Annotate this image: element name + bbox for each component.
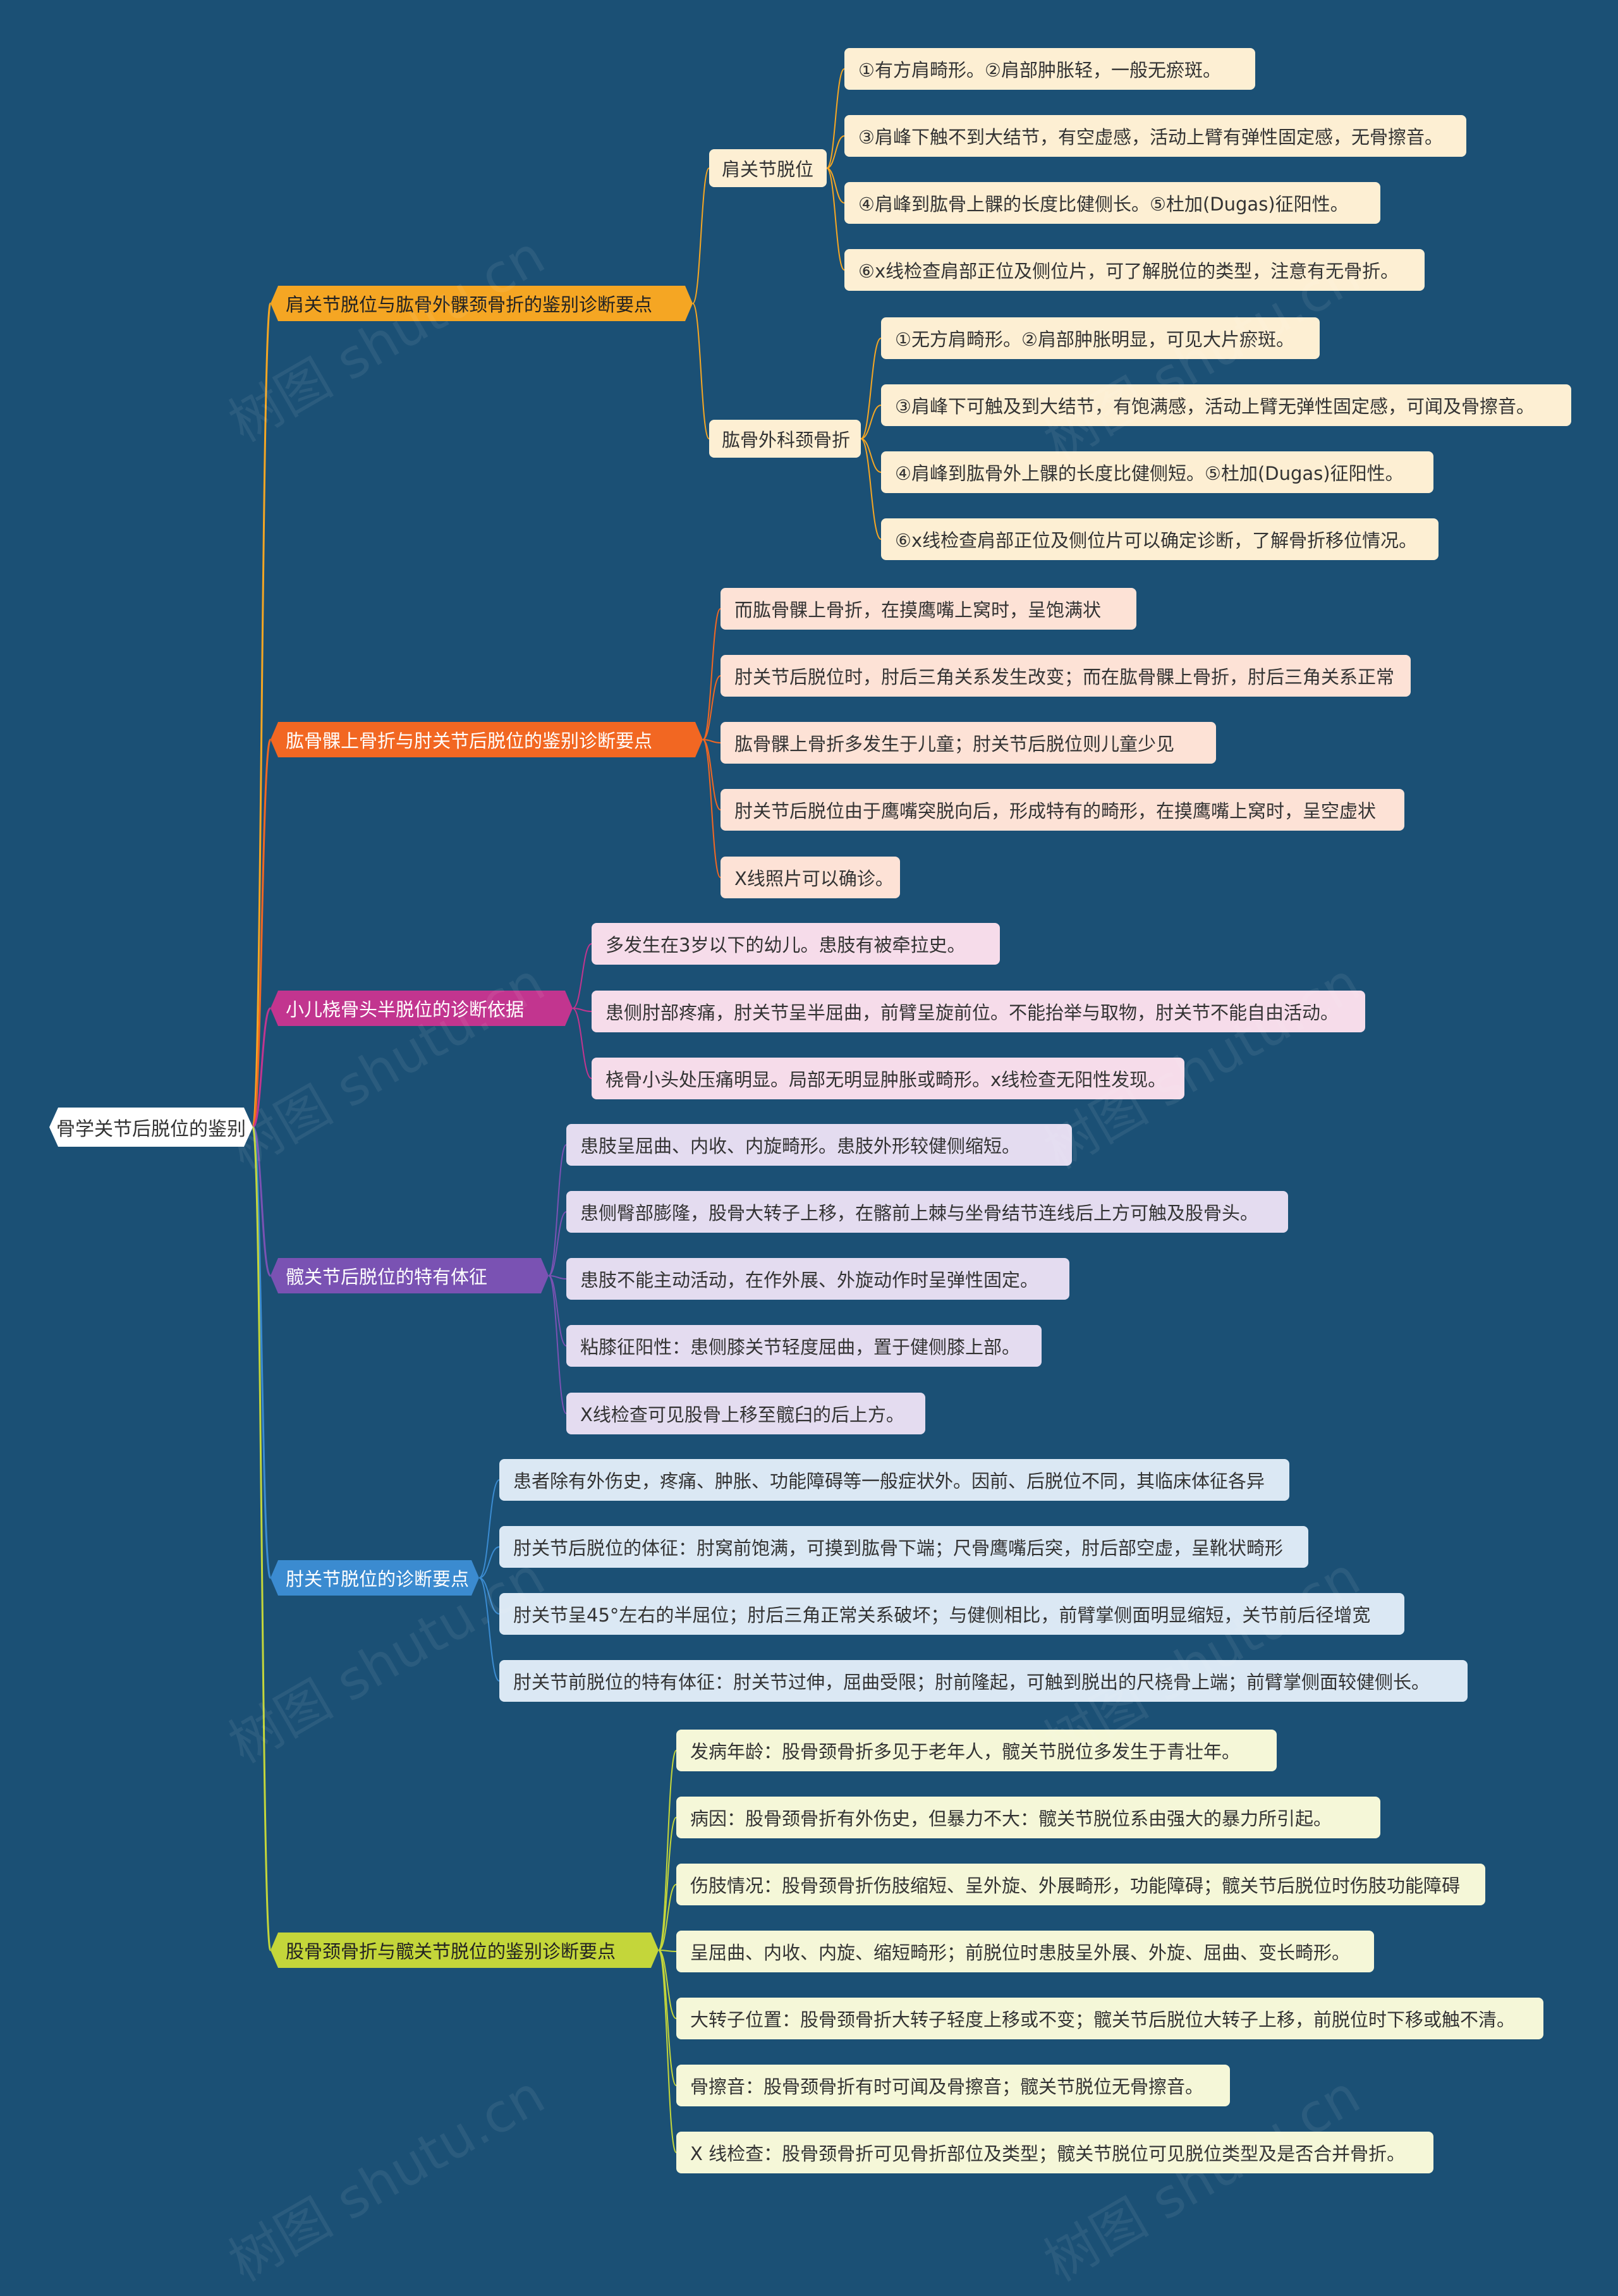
connector	[478, 1577, 500, 1615]
connector	[702, 608, 721, 740]
leaf-note[interactable]: 患者除有外伤史，疼痛、肿胀、功能障碍等一般症状外。因前、后脱位不同，其临床体征各…	[499, 1459, 1289, 1501]
connector	[702, 739, 721, 743]
connector	[252, 302, 272, 1128]
leaf-note[interactable]: 而肱骨髁上骨折，在摸鹰嘴上窝时，呈饱满状	[721, 588, 1136, 630]
connector	[252, 1126, 272, 1277]
leaf-note[interactable]: 肘关节后脱位由于鹰嘴突脱向后，形成特有的畸形，在摸鹰嘴上窝时，呈空虚状	[721, 789, 1404, 831]
mind-map-canvas: 骨学关节后脱位的鉴别 肩关节脱位与肱骨外髁颈骨折的鉴别诊断要点 肩关节脱位 ①有方肩…	[0, 48, 1571, 2293]
leaf-note[interactable]: 肘关节前脱位的特有体征：肘关节过伸，屈曲受限；肘前隆起，可触到脱出的尺桡骨上端；…	[499, 1660, 1468, 1702]
leaf-note[interactable]: ①无方肩畸形。②肩部肿胀明显，可见大片瘀斑。	[881, 317, 1320, 359]
leaf-note[interactable]: 肘关节后脱位的体征：肘窝前饱满，可摸到肱骨下端；尺骨鹰嘴后突，肘后部空虚，呈靴状…	[499, 1526, 1308, 1568]
connector	[572, 943, 592, 1009]
leaf-note[interactable]: 多发生在3岁以下的幼儿。患肢有被牵拉史。	[592, 923, 1000, 965]
branch-topic[interactable]: 肱骨髁上骨折与肘关节后脱位的鉴别诊断要点	[271, 722, 703, 757]
leaf-note[interactable]: X 线检查：股骨颈骨折可见骨折部位及类型；髋关节脱位可见脱位类型及是否合并骨折。	[676, 2132, 1433, 2173]
connector	[548, 1211, 567, 1276]
connector	[548, 1275, 567, 1414]
leaf-note[interactable]: 粘膝征阳性：患侧膝关节轻度屈曲，置于健侧膝上部。	[566, 1325, 1042, 1367]
connector-lines	[252, 68, 882, 2153]
connector	[860, 438, 882, 540]
connector	[478, 1546, 500, 1578]
connector	[826, 135, 845, 169]
connector	[692, 303, 710, 439]
connector	[658, 1950, 677, 2019]
leaf-note[interactable]: 患肢不能主动活动，在作外展、外旋动作时呈弹性固定。	[566, 1258, 1069, 1300]
leaf-note[interactable]: 桡骨小头处压痛明显。局部无明显肿胀或畸形。x线检查无阳性发现。	[592, 1058, 1184, 1099]
leaf-note[interactable]: 患侧臀部膨隆，股骨大转子上移，在髂前上棘与坐骨结节连线后上方可触及股骨头。	[566, 1191, 1288, 1233]
leaf-note[interactable]: ③肩峰下可触及到大结节，有饱满感，活动上臂无弹性固定感，可闻及骨擦音。	[881, 384, 1571, 426]
connector	[658, 1950, 677, 2153]
leaf-note[interactable]: X线照片可以确诊。	[721, 857, 900, 898]
branch-topic[interactable]: 肘关节脱位的诊断要点	[271, 1560, 479, 1596]
connector	[658, 1750, 677, 1951]
leaf-note[interactable]: 发病年龄：股骨颈骨折多见于老年人，髋关节脱位多发生于青壮年。	[676, 1730, 1277, 1771]
branch-topic[interactable]: 小儿桡骨头半脱位的诊断依据	[271, 991, 573, 1026]
leaf-note[interactable]: X线检查可见股骨上移至髋臼的后上方。	[566, 1393, 925, 1434]
connector	[658, 1884, 677, 1951]
connector	[252, 738, 272, 1128]
connector	[702, 739, 721, 810]
leaf-note[interactable]: 呈屈曲、内收、内旋、缩短畸形；前脱位时患肢呈外展、外旋、屈曲、变长畸形。	[676, 1931, 1374, 1972]
root-topic[interactable]: 骨学关节后脱位的鉴别	[49, 1108, 253, 1147]
connector	[658, 1817, 677, 1951]
leaf-note[interactable]: ⑥x线检查肩部正位及侧位片，可了解脱位的类型，注意有无骨折。	[844, 249, 1425, 291]
leaf-note[interactable]: 肘关节呈45°左右的半屈位；肘后三角正常关系破坏；与健侧相比，前臂掌侧面明显缩短…	[499, 1593, 1404, 1635]
connector	[478, 1577, 500, 1682]
connector	[860, 338, 882, 439]
connector	[252, 1007, 272, 1128]
connector	[826, 168, 845, 271]
connector	[692, 168, 710, 304]
connector	[478, 1479, 500, 1578]
connector	[548, 1275, 567, 1346]
leaf-note[interactable]: 患肢呈屈曲、内收、内旋畸形。患肢外形较健侧缩短。	[566, 1124, 1072, 1166]
leaf-note[interactable]: ③肩峰下触不到大结节，有空虚感，活动上臂有弹性固定感，无骨擦音。	[844, 115, 1466, 157]
connector	[658, 1950, 677, 2086]
connector	[548, 1275, 567, 1279]
subtopic[interactable]: 肩关节脱位	[709, 149, 827, 187]
connector	[826, 168, 845, 204]
connector	[702, 675, 721, 740]
connector	[658, 1950, 677, 1952]
connector	[860, 405, 882, 439]
branch-topic[interactable]: 髋关节后脱位的特有体征	[271, 1258, 549, 1293]
leaf-note[interactable]: ④肩峰到肱骨上髁的长度比健侧长。⑤杜加(Dugas)征阳性。	[844, 182, 1380, 224]
leaf-note[interactable]: 大转子位置：股骨颈骨折大转子轻度上移或不变；髋关节后脱位大转子上移，前脱位时下移…	[676, 1998, 1543, 2039]
leaf-note[interactable]: 肱骨髁上骨折多发生于儿童；肘关节后脱位则儿童少见	[721, 722, 1216, 764]
leaf-note[interactable]: 肘关节后脱位时，肘后三角关系发生改变；而在肱骨髁上骨折，肘后三角关系正常	[721, 655, 1411, 697]
connector	[572, 1008, 592, 1079]
leaf-note[interactable]: 病因：股骨颈骨折有外伤史，但暴力不大：髋关节脱位系由强大的暴力所引起。	[676, 1797, 1380, 1838]
branch-topic[interactable]: 肩关节脱位与肱骨外髁颈骨折的鉴别诊断要点	[271, 286, 693, 321]
connector	[572, 1008, 592, 1012]
leaf-note[interactable]: ⑥x线检查肩部正位及侧位片可以确定诊断，了解骨折移位情况。	[881, 518, 1439, 560]
leaf-note[interactable]: 患侧肘部疼痛，肘关节呈半屈曲，前臂呈旋前位。不能抬举与取物，肘关节不能自由活动。	[592, 991, 1365, 1032]
subtopic[interactable]: 肱骨外科颈骨折	[709, 420, 861, 458]
leaf-note[interactable]: 伤肢情况：股骨颈骨折伤肢缩短、呈外旋、外展畸形，功能障碍；髋关节后脱位时伤肢功能…	[676, 1864, 1485, 1905]
connector	[860, 438, 882, 473]
connector	[702, 739, 721, 878]
leaf-note[interactable]: 骨擦音：股骨颈骨折有时可闻及骨擦音；髋关节脱位无骨擦音。	[676, 2065, 1230, 2106]
leaf-note[interactable]: ①有方肩畸形。②肩部肿胀轻，一般无瘀斑。	[844, 48, 1255, 90]
leaf-note[interactable]: ④肩峰到肱骨外上髁的长度比健侧短。⑤杜加(Dugas)征阳性。	[881, 451, 1433, 493]
connector	[252, 1126, 272, 1951]
connector	[548, 1144, 567, 1276]
branch-topic[interactable]: 股骨颈骨折与髋关节脱位的鉴别诊断要点	[271, 1933, 659, 1968]
connector	[826, 68, 845, 169]
